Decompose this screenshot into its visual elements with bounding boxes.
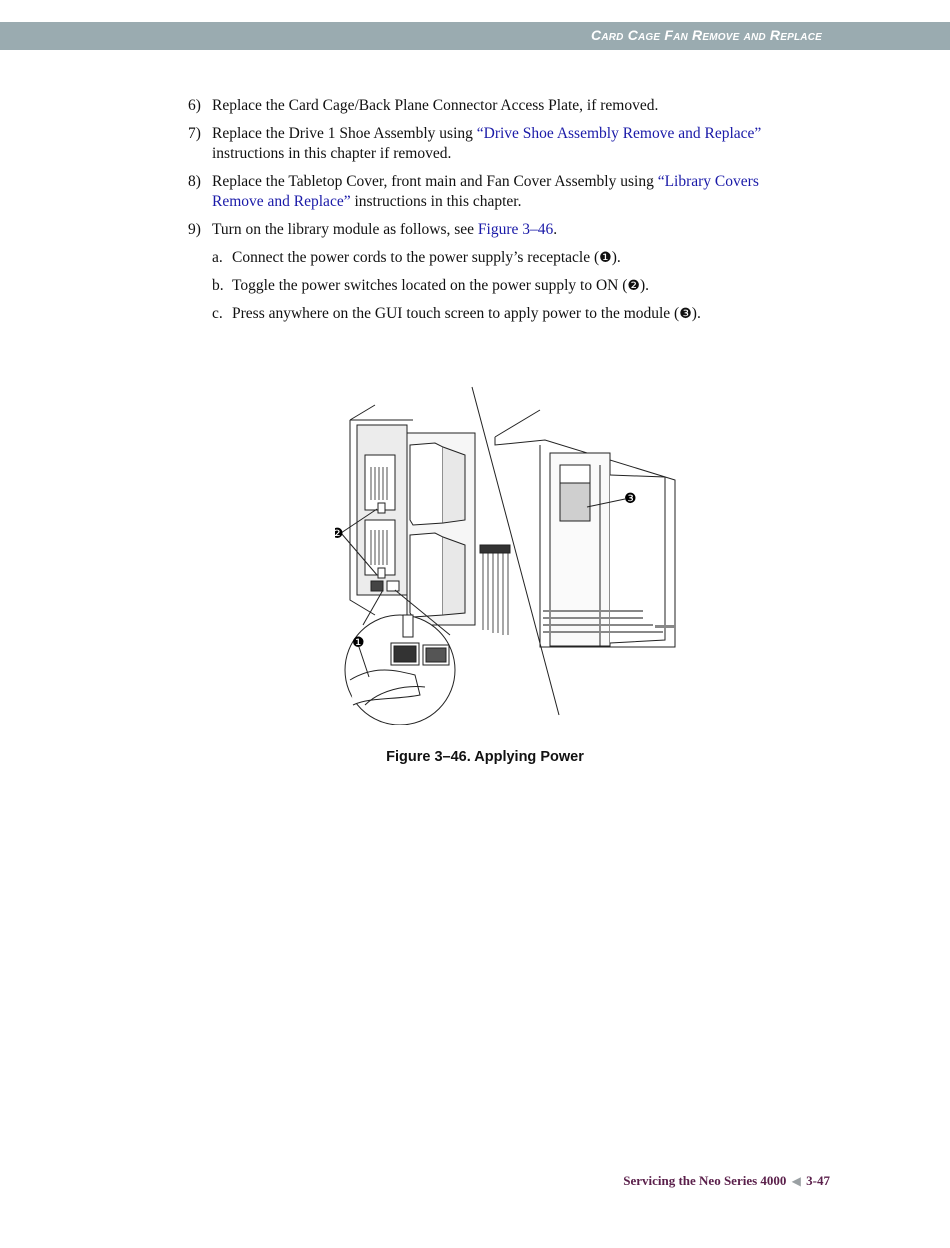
- callout-2-icon: ❷: [627, 278, 640, 294]
- callout-3-icon: ❸: [679, 306, 692, 322]
- section-title: Card Cage Fan Remove and Replace: [591, 27, 822, 43]
- substep-text: Press anywhere on the GUI touch screen t…: [232, 305, 680, 322]
- triangle-left-icon: ◀: [791, 1174, 801, 1188]
- figure-callout-3: ❸: [624, 491, 637, 507]
- page-number: 3-47: [806, 1173, 830, 1188]
- step-text: Replace the Tabletop Cover, front main a…: [212, 173, 658, 190]
- step-6: 6) Replace the Card Cage/Back Plane Conn…: [188, 96, 808, 116]
- step-8: 8) Replace the Tabletop Cover, front mai…: [188, 172, 808, 212]
- page-footer: Servicing the Neo Series 4000 ◀ 3-47: [623, 1173, 830, 1189]
- step-text-after: instructions in this chapter.: [350, 193, 522, 210]
- step-9: 9) Turn on the library module as follows…: [188, 220, 808, 324]
- step-number: 7): [188, 125, 201, 142]
- substep-letter: c.: [212, 305, 223, 322]
- substep-end: ).: [611, 249, 621, 266]
- substep-b: b. Toggle the power switches located on …: [212, 276, 808, 296]
- step-text: Turn on the library module as follows, s…: [212, 221, 478, 238]
- substep-text: Connect the power cords to the power sup…: [232, 249, 600, 266]
- header-bar: Card Cage Fan Remove and Replace: [0, 22, 950, 50]
- procedure-steps: 6) Replace the Card Cage/Back Plane Conn…: [188, 96, 808, 332]
- step-7: 7) Replace the Drive 1 Shoe Assembly usi…: [188, 124, 808, 164]
- link-library-covers[interactable]: “Library Covers Remove and Replace”: [212, 173, 759, 210]
- figure-callout-2: ❷: [335, 526, 344, 542]
- figure-applying-power: ❷ ❸ ❶: [331, 385, 685, 726]
- substep-end: ).: [639, 277, 649, 294]
- substep-c: c. Press anywhere on the GUI touch scree…: [212, 304, 808, 324]
- step-text-after: instructions in this chapter if removed.: [212, 145, 452, 162]
- substep-letter: a.: [212, 249, 223, 266]
- step-text: Replace the Card Cage/Back Plane Connect…: [212, 97, 659, 114]
- substeps: a. Connect the power cords to the power …: [212, 248, 808, 324]
- substep-a: a. Connect the power cords to the power …: [212, 248, 808, 268]
- link-drive-shoe-assembly[interactable]: “Drive Shoe Assembly Remove and Replace”: [476, 125, 762, 142]
- step-text-after: .: [553, 221, 558, 238]
- step-text: Replace the Drive 1 Shoe Assembly using: [212, 125, 477, 142]
- substep-letter: b.: [212, 277, 224, 294]
- footer-title: Servicing the Neo Series 4000: [623, 1173, 787, 1188]
- substep-end: ).: [691, 305, 701, 322]
- library-module-illustration: ❷ ❸ ❶: [331, 386, 676, 726]
- figure-callout-1: ❶: [352, 635, 365, 651]
- step-number: 9): [188, 221, 201, 238]
- substep-text: Toggle the power switches located on the…: [232, 277, 628, 294]
- link-figure-3-46[interactable]: Figure 3–46: [477, 221, 554, 238]
- callout-1-icon: ❶: [599, 250, 612, 266]
- figure-caption: Figure 3–46. Applying Power: [386, 749, 584, 765]
- step-number: 8): [188, 173, 201, 190]
- step-number: 6): [188, 97, 201, 114]
